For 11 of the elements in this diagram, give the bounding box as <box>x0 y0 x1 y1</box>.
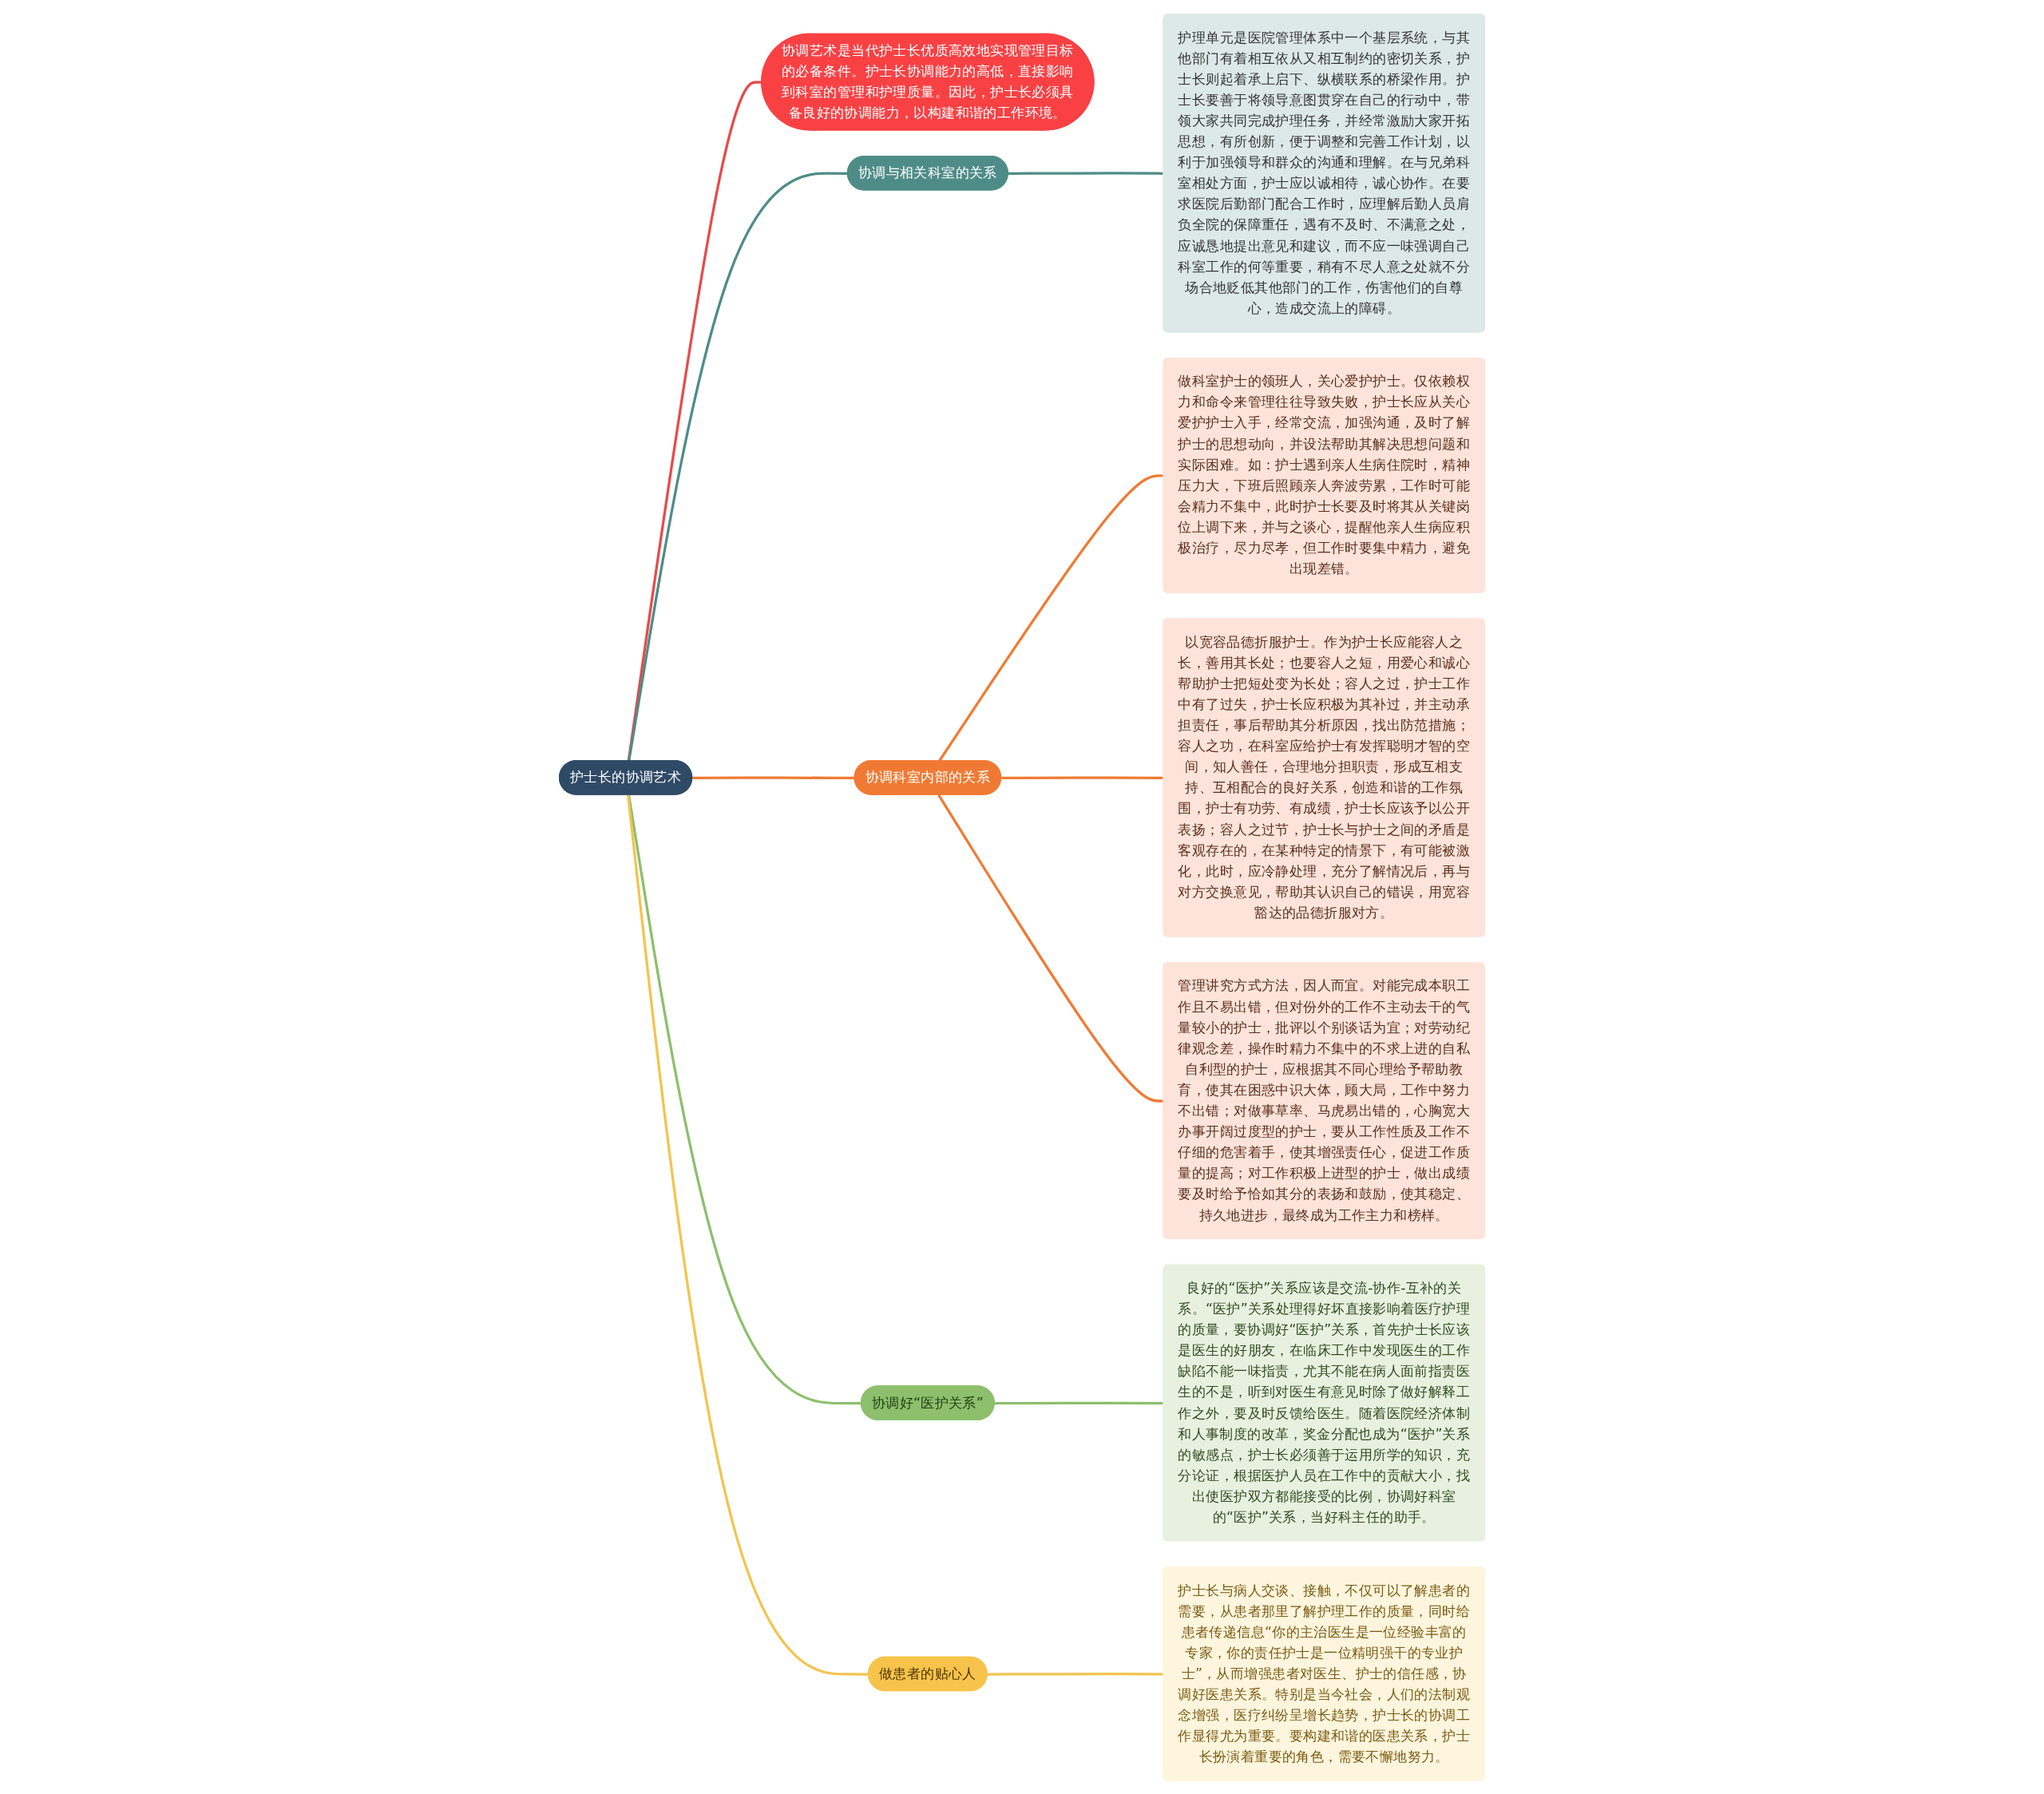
connector <box>937 794 1164 1103</box>
connector <box>938 473 1164 762</box>
connector <box>627 80 763 761</box>
connector <box>628 172 848 761</box>
connector <box>692 775 855 779</box>
connector <box>994 1401 1164 1404</box>
connector <box>987 1672 1164 1676</box>
connector <box>1008 171 1164 175</box>
connector <box>1001 775 1164 779</box>
connector <box>626 794 869 1676</box>
connector <box>627 794 862 1404</box>
